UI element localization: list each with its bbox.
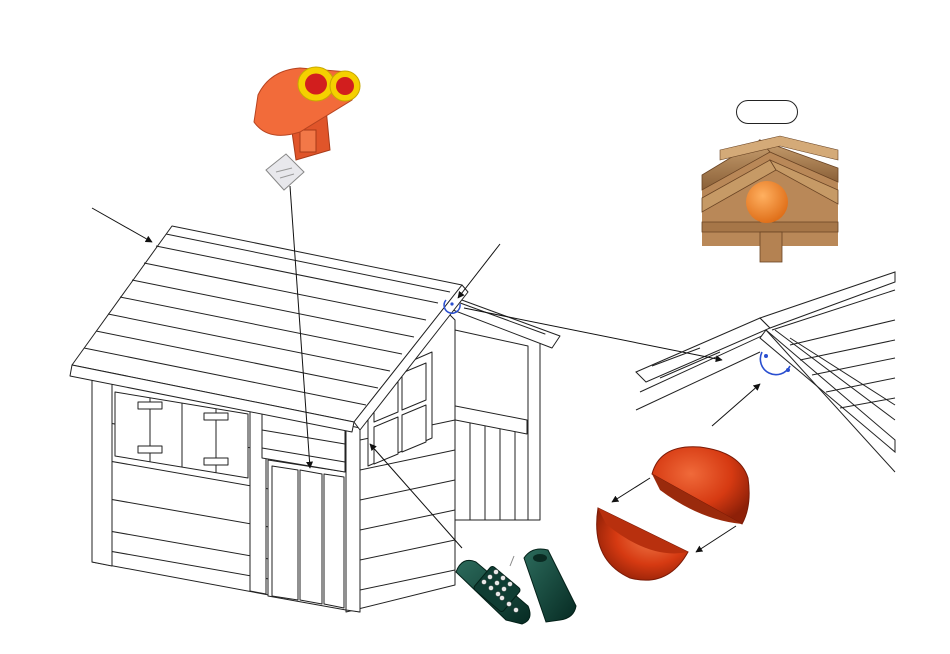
- ball-arrow: [712, 384, 760, 426]
- binoculars-icon: [254, 67, 360, 160]
- ridge-photo-inset: [702, 134, 838, 262]
- ridge-arrow: [458, 244, 500, 298]
- playhouse-icon: [70, 226, 560, 612]
- ball-split-arrow-left: [612, 478, 650, 502]
- callout-label: [736, 100, 798, 124]
- roof-detail-view: [636, 272, 895, 472]
- telephone-icon: [456, 549, 576, 624]
- ball-halves-icon: [597, 447, 749, 580]
- roof-arrow: [92, 208, 152, 242]
- ball-split-arrow-right: [696, 526, 736, 552]
